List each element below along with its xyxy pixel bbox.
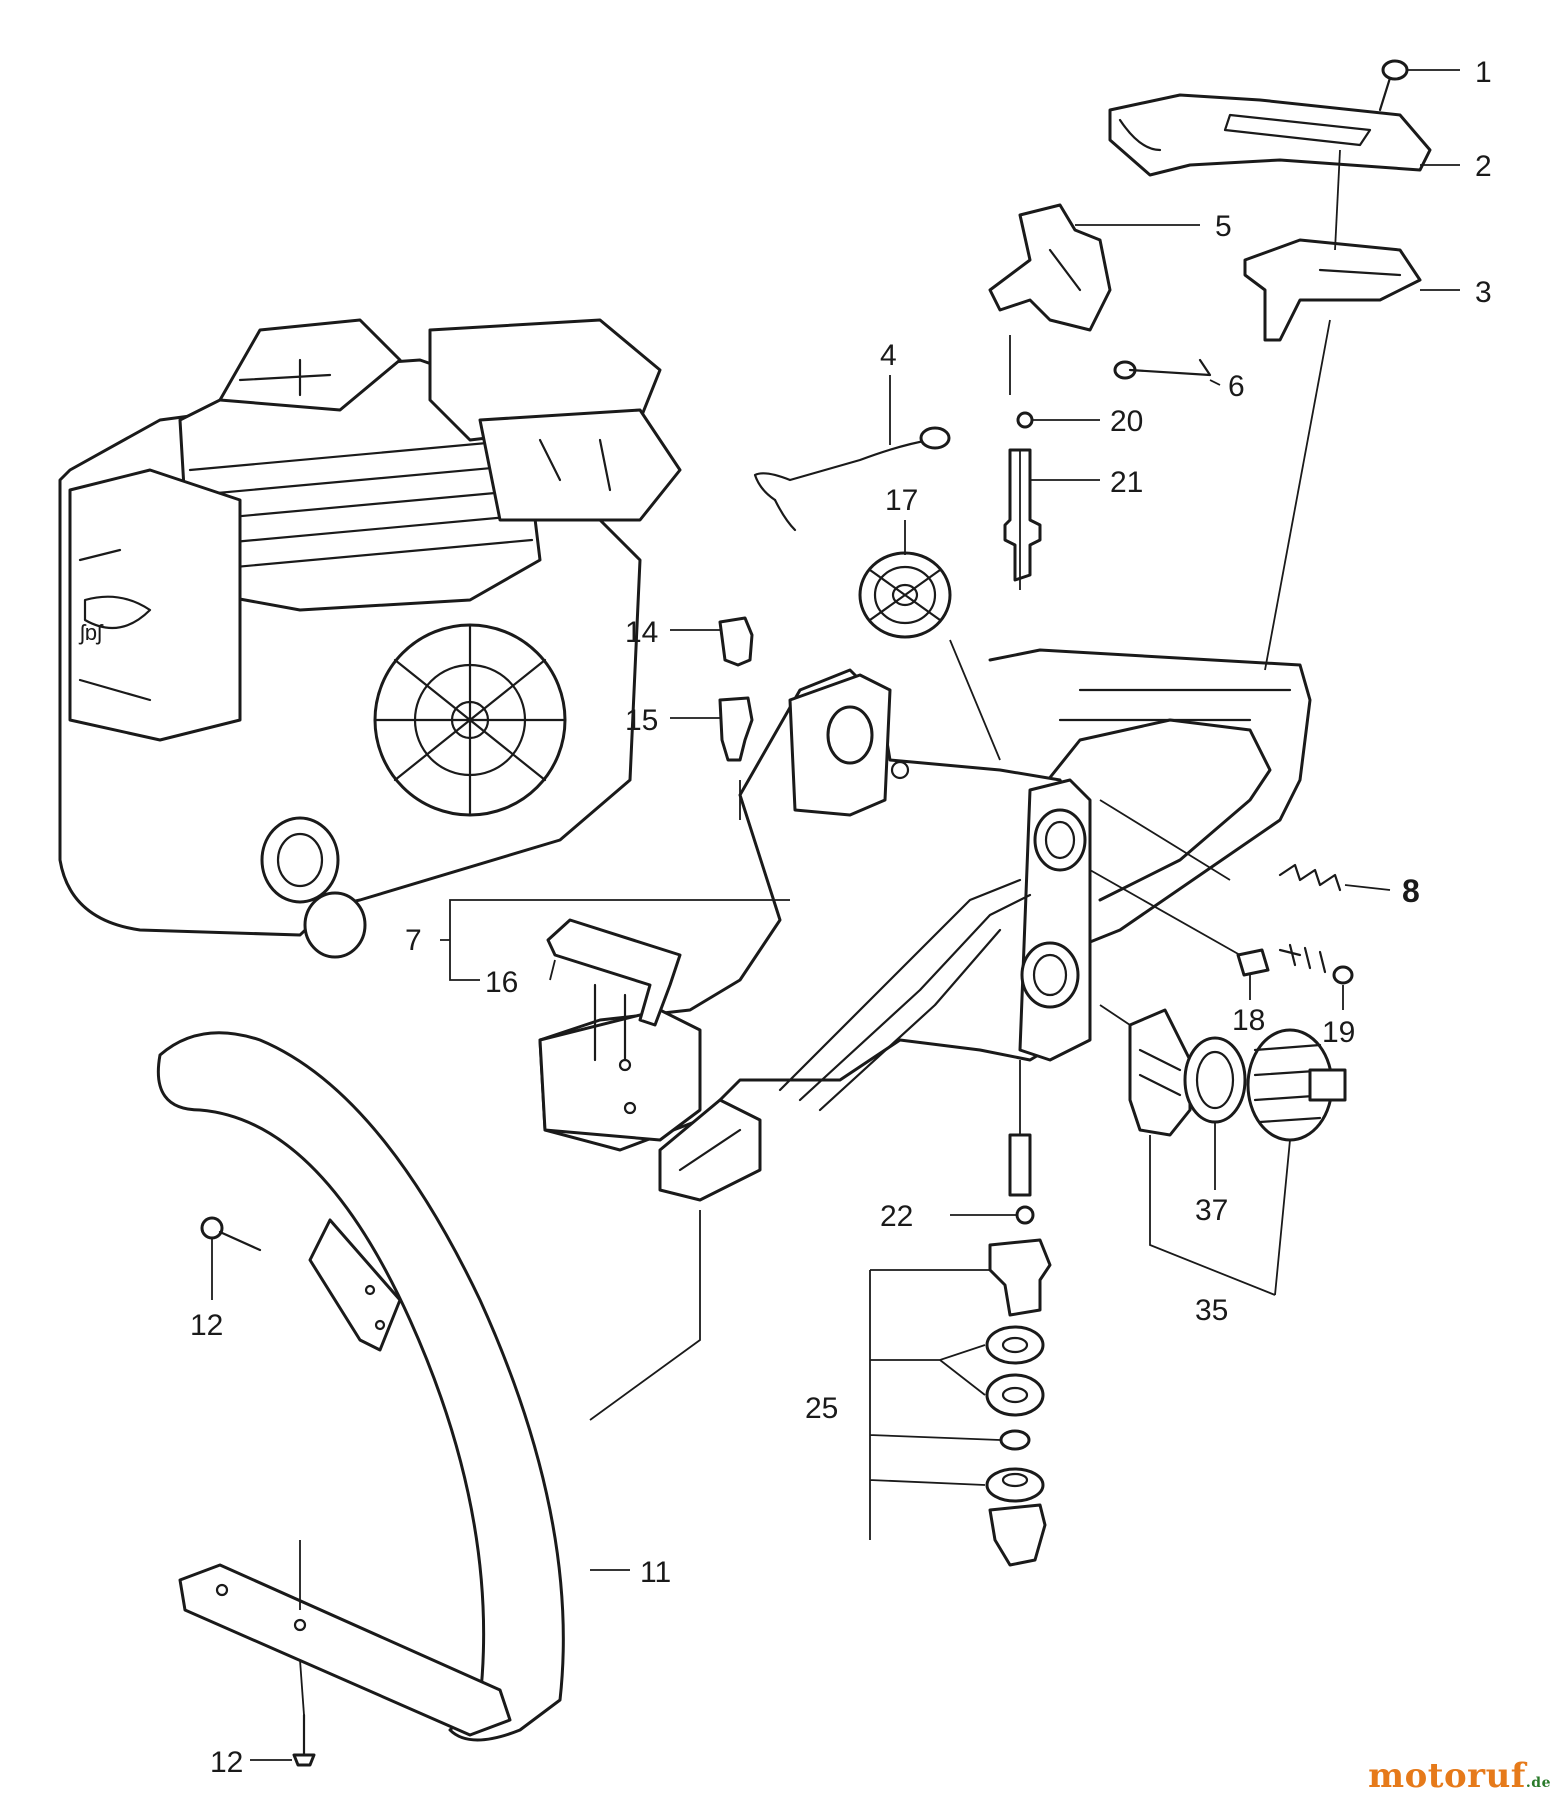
callout-1: 1: [1475, 56, 1492, 89]
part-18-pin: [1236, 948, 1270, 977]
part-17-damper: [858, 551, 952, 639]
callout-2: 2: [1475, 150, 1492, 183]
callout-3: 3: [1475, 276, 1492, 309]
callout-labels: 1 2 3 5 6 20 21 4 17 14 15 7 16 8 18 19 …: [190, 56, 1492, 1779]
svg-text:ʃɒʃ: ʃɒʃ: [78, 620, 104, 645]
part-1-screw: [1378, 59, 1409, 112]
part-11-front-handle: [156, 1031, 565, 1742]
part-21-pin: [1003, 448, 1042, 582]
part-22-pin: [1008, 1133, 1032, 1197]
callout-15: 15: [625, 704, 658, 737]
part-14-plug: [718, 616, 754, 667]
part-16-grip-pad: [546, 918, 682, 1062]
watermark-suffix: .de: [1525, 1775, 1551, 1791]
callout-4: 4: [880, 339, 897, 372]
callout-12-upper: 12: [190, 1309, 223, 1342]
part-5-throttle-lock: [988, 203, 1112, 332]
part-22-clip: [1015, 1205, 1035, 1225]
part-12-screw-lower: [292, 1713, 316, 1767]
callout-5: 5: [1215, 210, 1232, 243]
part-15-fitting: [718, 696, 754, 762]
part-25-mount-stack: [985, 1238, 1052, 1567]
callout-25: 25: [805, 1392, 838, 1425]
callout-35: 35: [1195, 1294, 1228, 1327]
leader-lines: [211, 69, 1460, 1761]
engine-block: ʃɒʃ: [58, 318, 682, 959]
callout-14: 14: [625, 616, 658, 649]
callout-20: 20: [1110, 405, 1143, 438]
motoruf-watermark: motoruf.de: [1368, 1756, 1551, 1796]
callout-22: 22: [880, 1200, 913, 1233]
callout-19: 19: [1322, 1016, 1355, 1049]
part-6-spring-pin: [1113, 358, 1212, 380]
part-2-top-cover: [1108, 93, 1432, 177]
callout-18: 18: [1232, 1004, 1265, 1037]
part-35-cap-assembly: [1128, 1008, 1347, 1142]
part-3-throttle-lever: [1243, 238, 1422, 342]
part-20-clip: [1016, 411, 1034, 429]
part-12-screw-upper: [200, 1216, 262, 1252]
callout-16: 16: [485, 966, 518, 999]
callout-17: 17: [885, 484, 918, 517]
callout-21: 21: [1110, 466, 1143, 499]
part-4-ignition-wire: [753, 426, 951, 532]
part-8-spring: [1278, 863, 1391, 892]
part-19-screw: [1278, 943, 1354, 985]
watermark-brand: motoruf: [1368, 1756, 1526, 1796]
callout-11: 11: [640, 1556, 671, 1589]
callout-7: 7: [405, 924, 422, 957]
callout-8: 8: [1402, 873, 1420, 909]
part-7-handle-housing: [538, 648, 1312, 1202]
callout-6: 6: [1228, 370, 1245, 403]
callout-12-lower: 12: [210, 1746, 243, 1779]
callout-37: 37: [1195, 1194, 1228, 1227]
